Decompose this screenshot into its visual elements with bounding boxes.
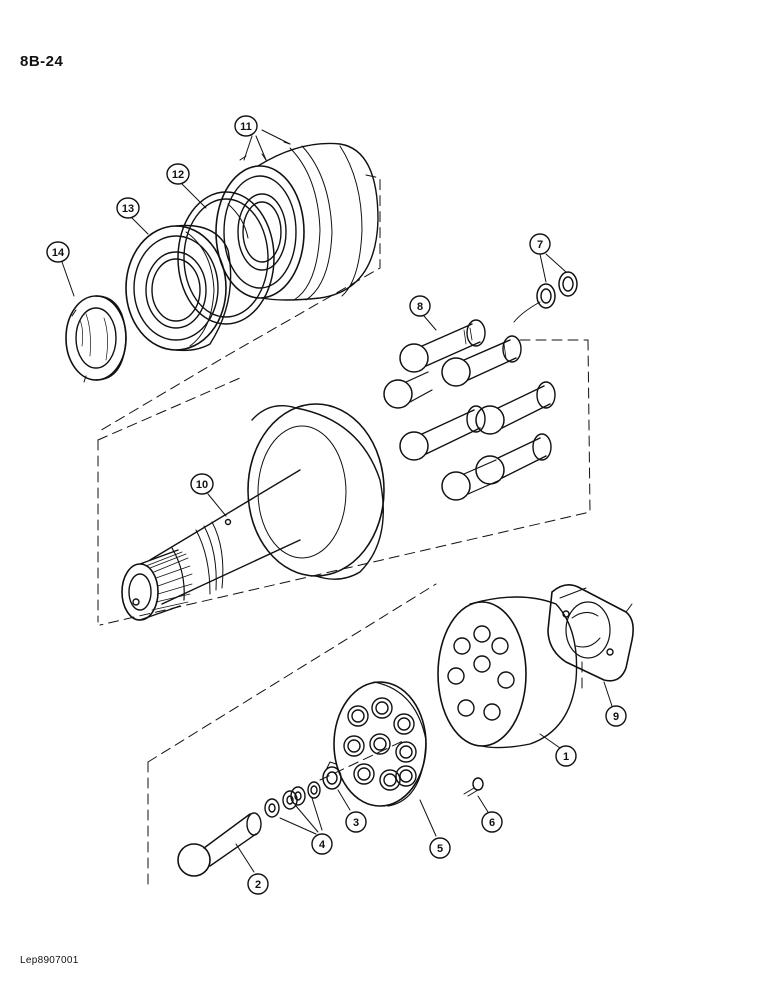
- svg-text:4: 4: [319, 839, 326, 851]
- piston: [441, 459, 501, 501]
- svg-text:6: 6: [489, 817, 495, 829]
- part-7-rings: [513, 271, 578, 323]
- svg-text:13: 13: [122, 203, 134, 215]
- callout-6: 6: [481, 811, 503, 833]
- part-10-drive-shaft: [121, 403, 385, 621]
- leader-lines: [61, 129, 613, 873]
- part-5-retainer-plate: [333, 681, 427, 807]
- svg-text:3: 3: [353, 817, 359, 829]
- svg-text:10: 10: [196, 479, 208, 491]
- dashed-assembly-lines: [97, 174, 591, 886]
- callout-11: 11: [234, 115, 258, 137]
- piston: [475, 433, 552, 485]
- part-2-guide-pin: [177, 812, 262, 877]
- piston: [399, 319, 486, 373]
- part-12-ring: [177, 191, 275, 325]
- part-6-screw: [463, 777, 484, 797]
- callout-4: 4: [311, 833, 333, 855]
- callout-14: 14: [46, 241, 70, 263]
- callout-1: 1: [555, 745, 577, 767]
- part-4-shims: [264, 781, 321, 818]
- svg-text:12: 12: [172, 169, 184, 181]
- part-9-valve-plate: [547, 584, 634, 682]
- page-title: 8B-24: [20, 53, 64, 70]
- reference-code: Lep8907001: [20, 955, 79, 966]
- callout-12: 12: [166, 163, 190, 185]
- part-1-cylinder-block: [437, 596, 578, 749]
- piston: [441, 335, 522, 387]
- svg-text:1: 1: [563, 751, 569, 763]
- callout-3: 3: [345, 811, 367, 833]
- callout-13: 13: [116, 197, 140, 219]
- part-3-ball-guide: [322, 761, 342, 790]
- callouts: 11 12 13 14 7 8: [46, 115, 627, 895]
- piston: [475, 381, 556, 435]
- callout-7: 7: [529, 233, 551, 255]
- callout-5: 5: [429, 837, 451, 859]
- callout-9: 9: [605, 705, 627, 727]
- callout-8: 8: [409, 295, 431, 317]
- svg-text:8: 8: [417, 301, 423, 313]
- part-14-nut: [65, 295, 127, 383]
- svg-text:9: 9: [613, 711, 619, 723]
- part-8-pistons: [383, 319, 556, 501]
- part-13-bearing: [125, 224, 232, 352]
- svg-text:7: 7: [537, 239, 543, 251]
- callout-2: 2: [247, 873, 269, 895]
- piston: [399, 405, 486, 461]
- callout-10: 10: [190, 473, 214, 495]
- svg-text:2: 2: [255, 879, 261, 891]
- piston: [383, 371, 433, 409]
- svg-text:14: 14: [52, 247, 65, 259]
- part-11-bearing-housing: [215, 142, 379, 301]
- svg-text:5: 5: [437, 843, 443, 855]
- svg-text:11: 11: [240, 121, 252, 133]
